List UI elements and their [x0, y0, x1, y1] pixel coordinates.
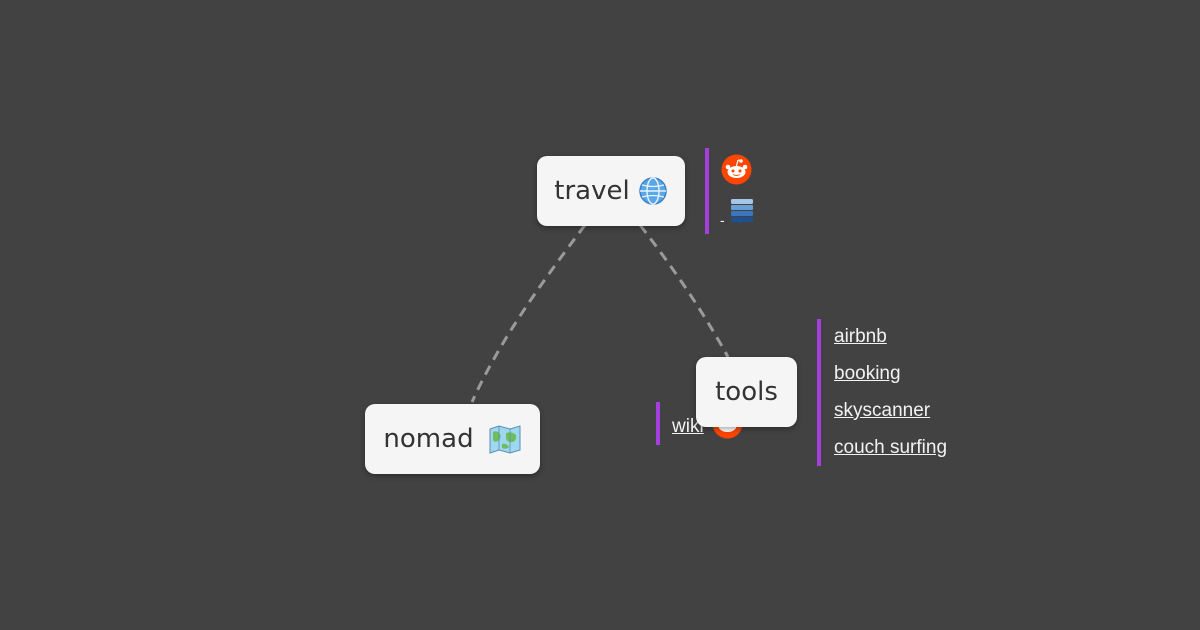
reddit-icon[interactable]	[721, 154, 752, 185]
edge-travel-tools	[638, 224, 730, 358]
node-tools[interactable]: tools	[696, 357, 797, 427]
link-booking[interactable]: booking	[834, 363, 901, 384]
node-travel[interactable]: travel	[537, 156, 685, 226]
stackexchange-icon[interactable]	[730, 198, 754, 224]
node-nomad[interactable]: nomad	[365, 404, 540, 474]
resource-prefix: -	[720, 212, 725, 228]
link-skyscanner[interactable]: skyscanner	[834, 400, 931, 421]
edge-travel-nomad	[470, 224, 587, 403]
node-tools-label: tools	[715, 377, 778, 407]
tools-links-group	[817, 319, 977, 466]
link-couch-surfing[interactable]: couch surfing	[834, 437, 948, 458]
node-nomad-label: nomad	[383, 424, 474, 454]
link-airbnb[interactable]: airbnb	[834, 326, 887, 347]
link-wiki[interactable]: wiki	[672, 416, 704, 437]
map-icon	[488, 424, 522, 454]
globe-icon	[638, 176, 668, 206]
nomad-links-group	[656, 402, 696, 445]
travel-resources-group	[705, 148, 765, 234]
node-travel-label: travel	[554, 176, 630, 206]
